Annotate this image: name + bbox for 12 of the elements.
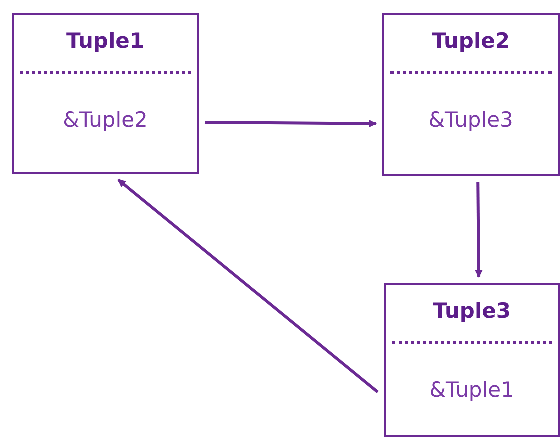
arrow [118,178,379,394]
record-title: Tuple2 [430,29,512,53]
record-box [384,283,560,437]
arrow [474,182,483,278]
arrow [204,120,377,128]
record-box [12,13,199,174]
pointer-field: &Tuple2 [14,108,197,132]
record-title: Tuple1 [65,29,146,53]
pointer-field: &Tuple1 [386,378,558,402]
record-box [382,13,560,176]
pointer-field: &Tuple3 [384,108,558,132]
record-title: Tuple3 [432,299,512,323]
